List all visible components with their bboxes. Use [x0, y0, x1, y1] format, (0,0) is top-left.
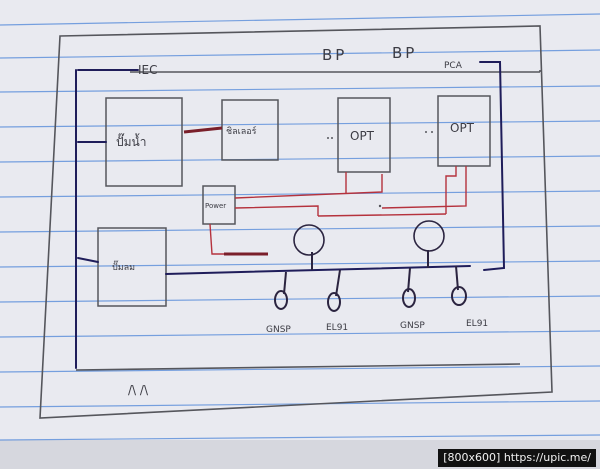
box-opt-2	[437, 95, 491, 167]
terminal-label-1: GNSP	[266, 325, 291, 335]
label-box-small: ชิลเลอร์	[226, 125, 257, 137]
box-small	[221, 99, 279, 161]
terminal-label-2: EL91	[326, 323, 348, 333]
terminal-1-bulb	[274, 290, 288, 310]
label-power: Power	[205, 202, 226, 210]
watermark-badge: [800x600] https://upic.me/	[438, 449, 596, 467]
inner-frame-bottom	[75, 363, 521, 371]
dark-wiring	[75, 61, 506, 369]
label-top-mid-2: BP	[392, 44, 417, 62]
terminal-label-4: EL91	[466, 319, 488, 329]
label-box-left-lower: ปั๊มลม	[112, 260, 135, 273]
label-box-opt-2: OPT	[450, 121, 475, 135]
pencil-marks	[327, 131, 433, 208]
motor-1	[293, 224, 325, 256]
motor-circles	[293, 220, 445, 256]
motor-2	[413, 220, 445, 252]
terminal-label-3: GNSP	[400, 321, 425, 331]
box-left-lower	[97, 227, 167, 307]
box-power	[202, 185, 236, 225]
label-box-left-upper: ปั๊มน้ำ	[116, 133, 146, 149]
label-top-right: PCA	[444, 61, 463, 71]
red-wiring	[209, 166, 467, 255]
terminal-bulbs	[274, 286, 467, 312]
maroon-wiring	[183, 126, 268, 256]
box-opt-1	[337, 97, 391, 173]
label-box-opt-1: OPT	[350, 129, 375, 143]
label-bottom-mark: /\ /\	[128, 383, 149, 397]
handwritten-labels: IEC BP BP PCA ปั๊มน้ำ ชิลเลอร์ OPT OPT P…	[112, 44, 488, 397]
label-top-left: IEC	[138, 63, 158, 77]
outer-frame	[39, 25, 553, 419]
terminal-4-bulb	[451, 286, 467, 306]
label-top-mid-1: BP	[322, 46, 347, 64]
terminal-3-bulb	[402, 288, 416, 308]
terminal-2-bulb	[327, 292, 341, 312]
